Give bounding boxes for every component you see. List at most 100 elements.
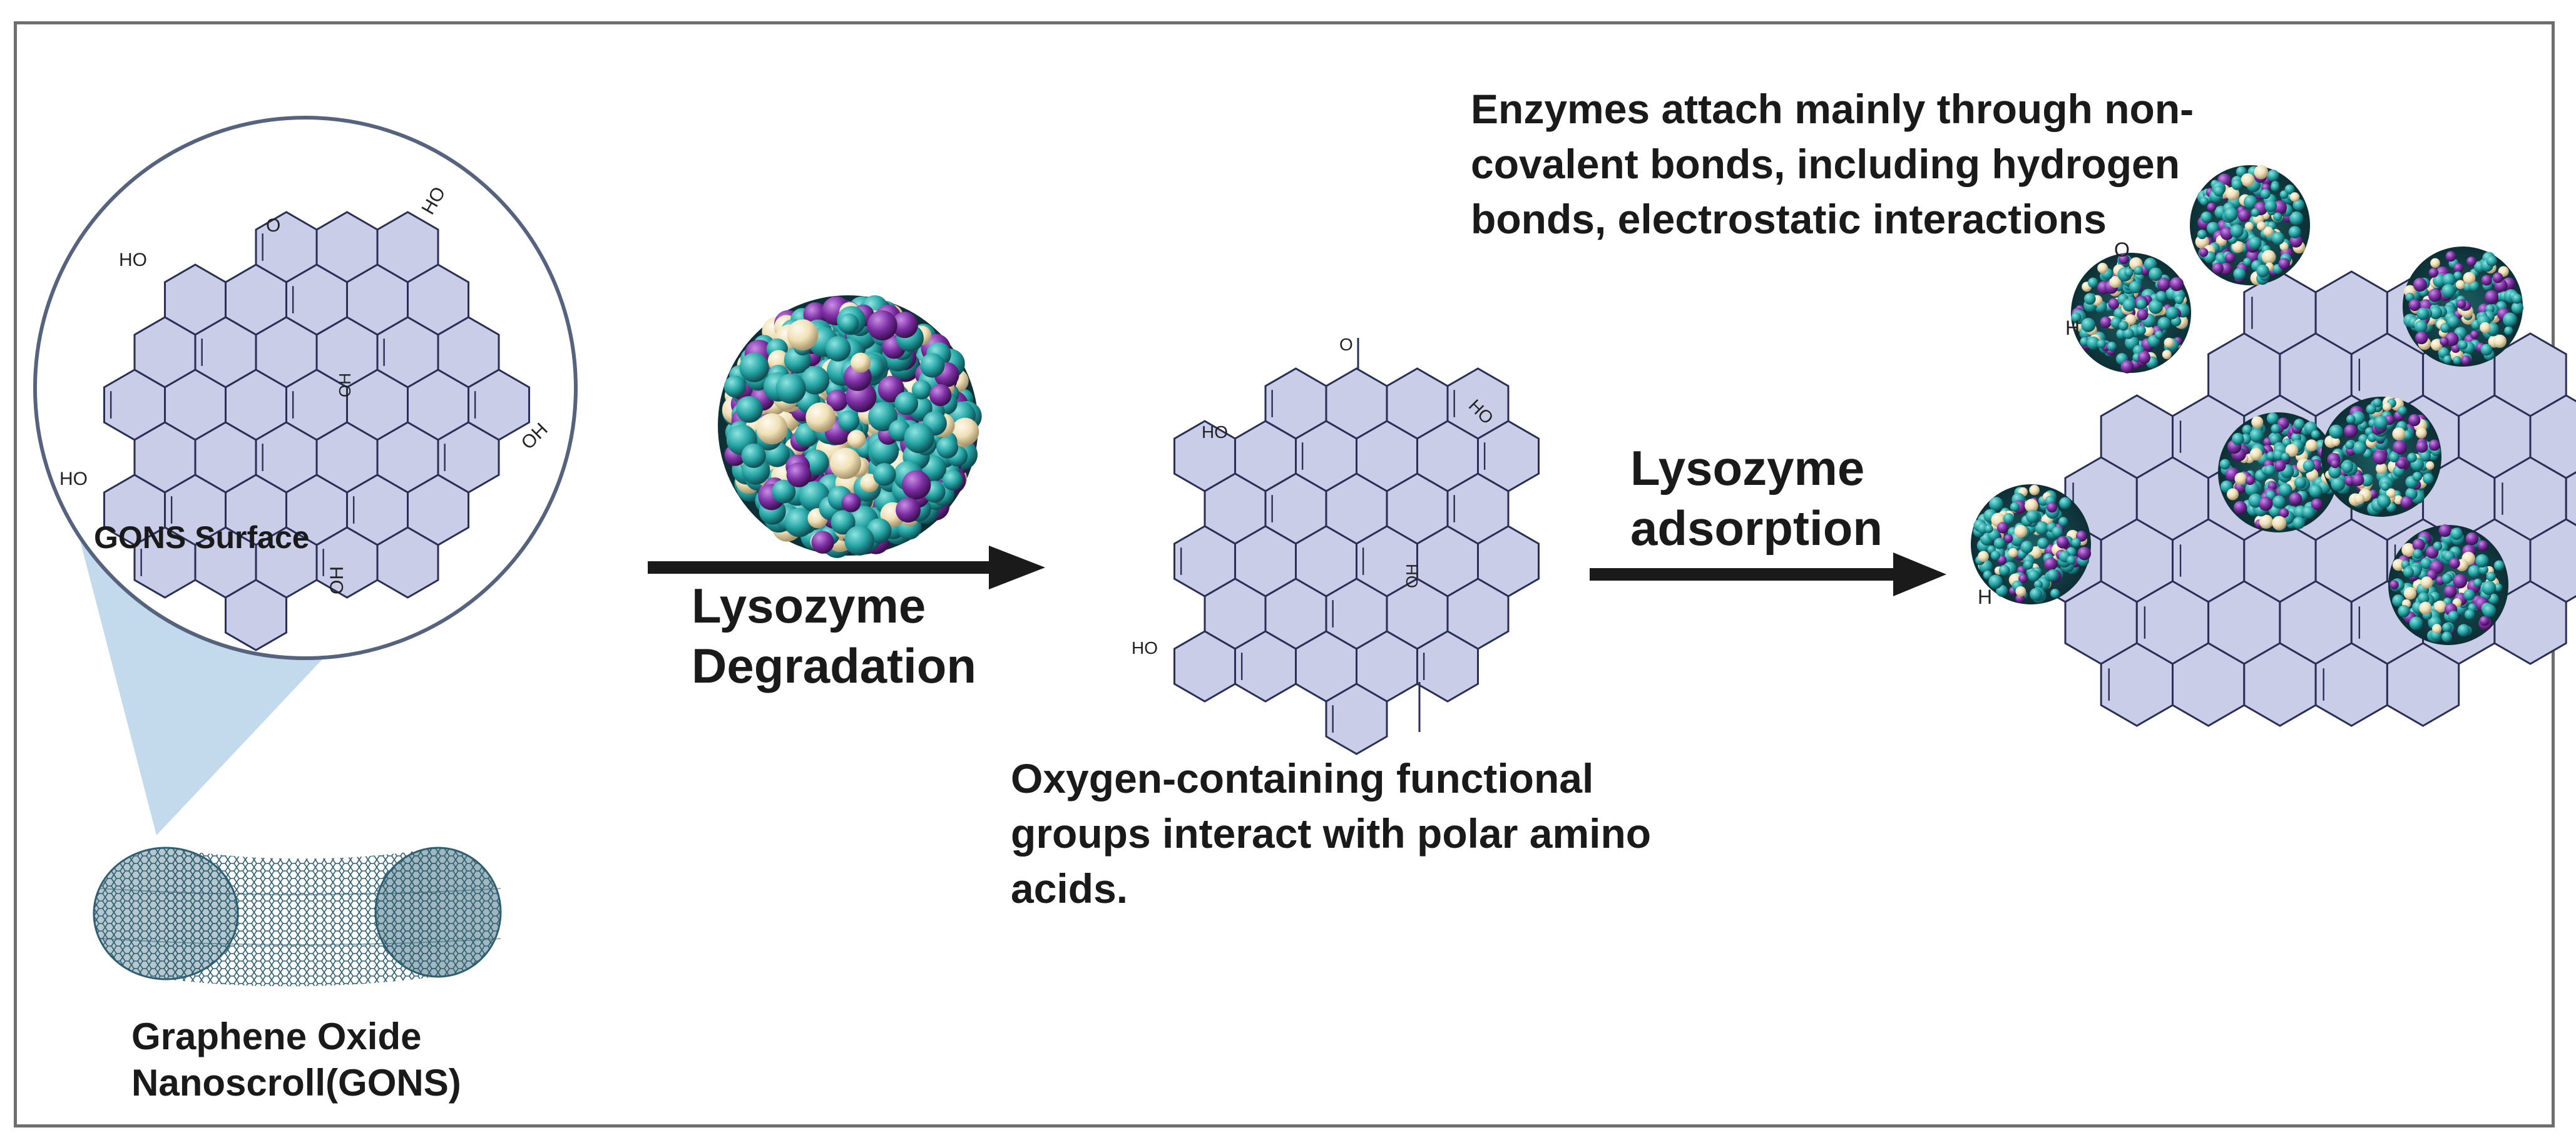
atom-sphere: [2058, 517, 2068, 527]
atom-sphere: [2264, 200, 2277, 213]
atom-sphere: [2408, 414, 2421, 427]
atom-sphere: [2403, 587, 2417, 600]
atom-sphere: [2423, 473, 2434, 484]
atom-sphere: [2450, 527, 2463, 541]
atom-sphere: [2015, 586, 2027, 597]
atom-sphere: [2434, 600, 2446, 613]
zoom-oh-label-2: OH: [327, 566, 347, 594]
atom-sphere: [2463, 589, 2475, 601]
atom-sphere: [2432, 624, 2442, 634]
atom-sphere: [2330, 459, 2340, 469]
atom-sphere: [2157, 277, 2170, 291]
atom-sphere: [2464, 609, 2475, 620]
atom-sphere: [867, 310, 897, 341]
atom-sphere: [2134, 266, 2144, 275]
zoom-graphene-sheet: [103, 211, 530, 651]
atom-sphere: [2480, 322, 2491, 333]
atom-sphere: [2412, 538, 2425, 551]
right-h-label: H: [2065, 317, 2080, 339]
atom-sphere: [2008, 547, 2018, 557]
right-o-label: O: [2114, 238, 2130, 261]
atom-sphere: [2028, 569, 2040, 582]
atom-sphere: [2059, 497, 2072, 509]
atom-sphere: [2374, 415, 2388, 430]
atom-sphere: [2392, 427, 2406, 440]
atom-sphere: [2438, 524, 2451, 537]
atom-sphere: [920, 353, 945, 378]
atom-sphere: [2129, 281, 2142, 293]
atom-sphere: [2409, 616, 2423, 631]
atom-sphere: [2430, 258, 2440, 268]
atom-sphere: [2354, 494, 2365, 505]
atom-sphere: [2249, 447, 2262, 461]
atom-sphere: [2003, 512, 2015, 524]
degradation-label: Lysozyme Degradation: [692, 578, 977, 693]
atom-sphere: [2416, 307, 2430, 320]
atom-sphere: [2279, 242, 2289, 251]
atom-sphere: [2259, 514, 2274, 529]
atom-sphere: [2457, 624, 2470, 637]
atom-sphere: [2107, 342, 2117, 352]
atom-sphere: [2511, 302, 2524, 314]
atom-sphere: [2029, 484, 2040, 496]
atom-sphere: [2396, 459, 2407, 469]
atom-sphere: [2241, 173, 2255, 187]
atom-sphere: [2245, 476, 2255, 486]
atom-sphere: [2463, 272, 2476, 285]
atom-sphere: [2125, 314, 2137, 325]
atom-sphere: [2468, 565, 2481, 578]
atom-sphere: [2050, 588, 2060, 599]
atom-sphere: [1989, 497, 2003, 511]
atom-sphere: [2260, 188, 2271, 200]
atom-sphere: [2251, 208, 2260, 217]
atom-sphere: [844, 526, 874, 556]
atom-sphere: [904, 423, 934, 454]
atom-sphere: [2199, 248, 2209, 257]
atom-sphere: [1985, 524, 1993, 534]
atom-sphere: [2242, 424, 2252, 435]
atom-sphere: [839, 313, 859, 334]
atom-sphere: [2481, 581, 2497, 596]
atom-sphere: [896, 497, 921, 523]
atom-sphere: [2429, 306, 2443, 320]
atom-sphere: [2346, 414, 2356, 424]
right-arrow-icon: [648, 546, 1045, 589]
atom-sphere: [2453, 574, 2468, 589]
atom-sphere: [2456, 299, 2466, 309]
atom-sphere: [929, 384, 952, 407]
atom-sphere: [2212, 262, 2224, 275]
atom-sphere: [2227, 488, 2239, 501]
zoom-oh-label-3: OH: [335, 373, 354, 397]
atom-sphere: [2373, 398, 2382, 408]
atom-sphere: [1990, 551, 2001, 561]
atom-sphere: [2273, 212, 2282, 221]
atom-sphere: [2264, 464, 2276, 476]
atom-sphere: [2261, 250, 2276, 264]
atom-sphere: [2266, 412, 2279, 425]
atom-sphere: [2289, 211, 2304, 226]
atom-sphere: [2449, 557, 2460, 569]
atom-sphere: [2344, 424, 2358, 438]
atom-sphere: [2137, 351, 2151, 364]
atom-sphere: [2407, 452, 2417, 463]
atom-sphere: [2420, 557, 2432, 569]
atom-sphere: [2443, 584, 2457, 598]
atom-sphere: [2097, 262, 2108, 274]
atom-sphere: [1996, 522, 2009, 534]
atom-sphere: [2445, 251, 2456, 262]
mid-cooh-label-2: HO: [1132, 638, 1158, 658]
atom-sphere: [2263, 226, 2274, 237]
atom-sphere: [2292, 516, 2306, 529]
atom-sphere: [2288, 226, 2301, 239]
atom-sphere: [2278, 258, 2290, 270]
atom-sphere: [873, 462, 896, 486]
atom-sphere: [739, 352, 769, 382]
atom-sphere: [2400, 496, 2413, 509]
atom-sphere: [2441, 573, 2452, 584]
atom-sphere: [841, 492, 861, 512]
atom-sphere: [2512, 293, 2522, 304]
atom-sphere: [2493, 334, 2507, 348]
atom-sphere: [2408, 299, 2421, 312]
lysozyme-protein-icon: [718, 295, 982, 558]
atom-sphere: [2293, 419, 2305, 430]
